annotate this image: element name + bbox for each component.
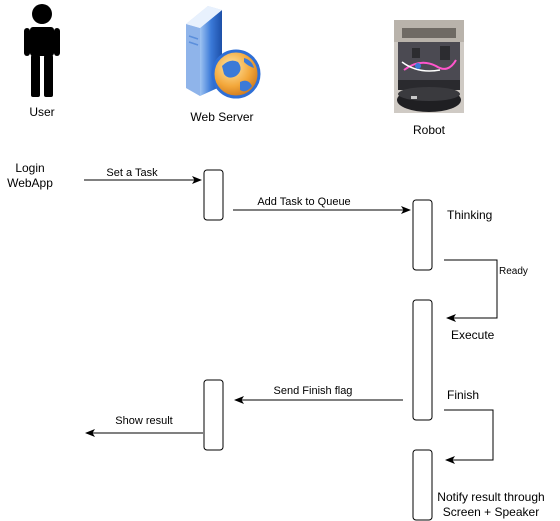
ready-arrow <box>444 259 498 322</box>
finish-arrow <box>444 409 494 464</box>
person-icon <box>24 4 60 97</box>
message-show-result: Show result <box>85 415 203 437</box>
login-note-line1: Login <box>15 161 44 175</box>
add-task-label: Add Task to Queue <box>257 196 350 208</box>
execute-note: Execute <box>451 328 495 342</box>
server-globe-icon <box>186 6 261 99</box>
server-label: Web Server <box>190 110 253 124</box>
robot-activation-box-thinking <box>412 199 433 271</box>
user-label: User <box>29 105 54 119</box>
robot-activation-box-execute <box>412 299 433 421</box>
notify-note-line1: Notify result through <box>437 490 544 504</box>
server-activation-box-2 <box>203 379 224 451</box>
show-result-label: Show result <box>115 415 172 427</box>
thinking-note: Thinking <box>447 208 492 222</box>
server-actor: Web Server <box>186 6 261 124</box>
set-task-label: Set a Task <box>106 167 158 179</box>
message-send-finish: Send Finish flag <box>234 385 403 404</box>
message-add-task: Add Task to Queue <box>233 196 411 214</box>
login-note-line2: WebApp <box>7 176 53 190</box>
robot-activation-box-notify <box>412 449 433 521</box>
robot-actor: Robot <box>394 20 464 137</box>
user-actor: User <box>24 4 60 119</box>
server-activation-box-1 <box>203 169 224 221</box>
notify-note-line2: Screen + Speaker <box>443 505 539 519</box>
message-ready: Ready <box>444 259 528 322</box>
robot-label: Robot <box>413 123 446 137</box>
send-finish-label: Send Finish flag <box>274 385 353 397</box>
finish-note: Finish <box>447 388 479 402</box>
message-set-task: Set a Task <box>84 167 202 184</box>
robot-photo <box>394 20 464 113</box>
ready-label: Ready <box>499 266 528 277</box>
